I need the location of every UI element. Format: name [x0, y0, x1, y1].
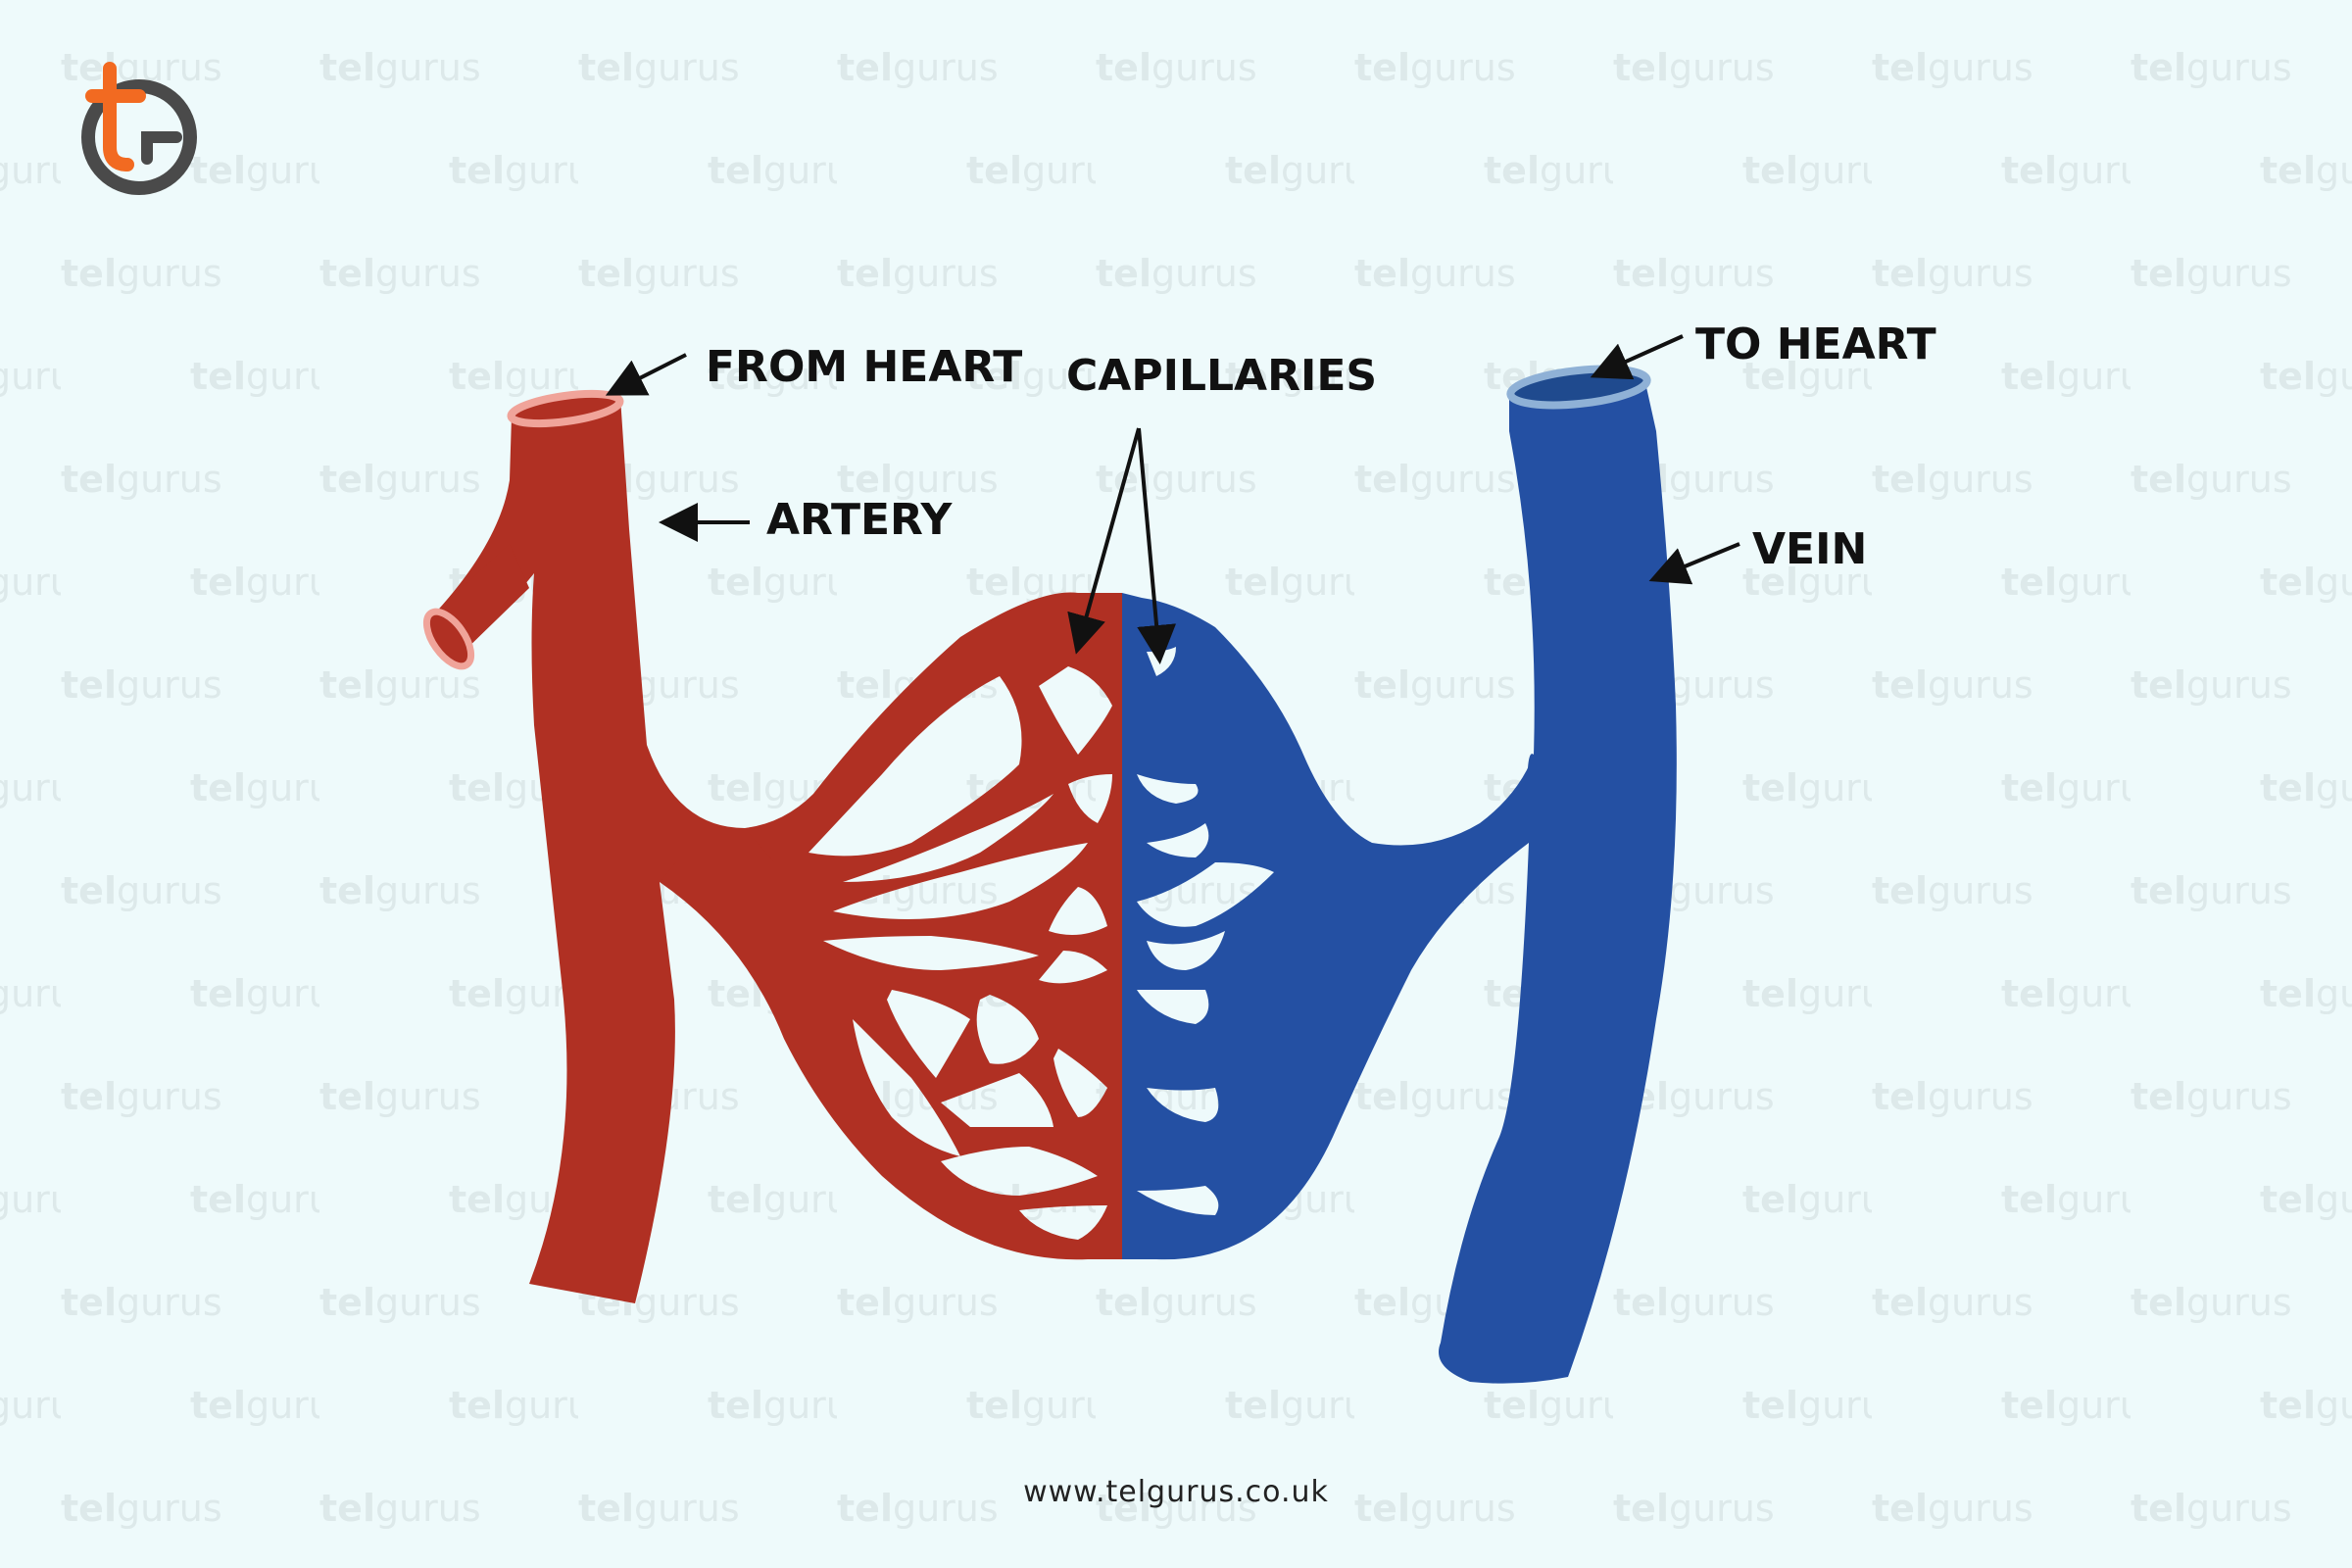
- vein-text: VEIN: [1752, 524, 1867, 574]
- telgurus-logo: [81, 62, 197, 195]
- website-url: www.telgurus.co.uk: [1023, 1475, 1329, 1509]
- vein-trunk: [1439, 387, 1677, 1384]
- label-vein: VEIN: [1648, 524, 1867, 585]
- from-heart-text: FROM HEART: [706, 342, 1022, 392]
- artery-text: ARTERY: [766, 495, 954, 545]
- label-to-heart: TO HEART: [1590, 319, 1936, 380]
- artery-capillary-network: [660, 592, 1122, 1260]
- artery-top-opening: [507, 389, 624, 428]
- label-capillaries: CAPILLARIES: [1066, 351, 1377, 664]
- label-from-heart: FROM HEART: [605, 342, 1022, 396]
- artery-branch-opening: [422, 608, 475, 670]
- to-heart-text: TO HEART: [1695, 319, 1936, 369]
- vein: [1122, 365, 1677, 1384]
- from-heart-arrow: [605, 353, 687, 396]
- artery: [422, 389, 1122, 1303]
- label-artery: ARTERY: [659, 495, 954, 545]
- capillaries-arrow-left: [1067, 427, 1141, 655]
- vein-arrow: [1648, 542, 1740, 585]
- artery-trunk: [431, 397, 784, 1303]
- vein-capillary-network: [1122, 593, 1534, 1260]
- to-heart-arrow: [1590, 334, 1684, 380]
- capillaries-arrow-right: [1137, 427, 1177, 664]
- capillaries-text: CAPILLARIES: [1066, 351, 1377, 401]
